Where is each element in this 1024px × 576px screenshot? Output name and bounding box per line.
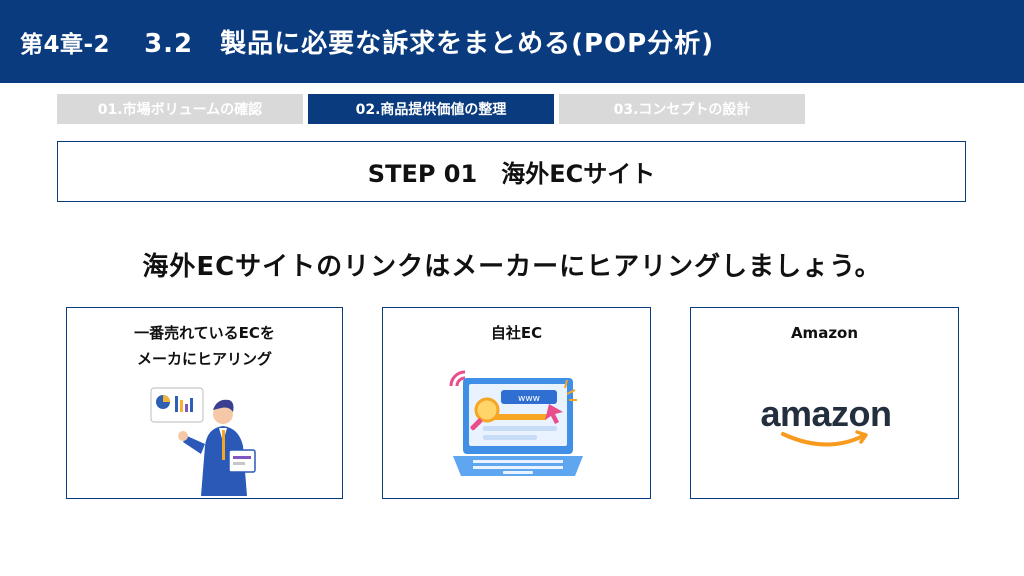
card-1-line-2: メーカにヒアリング [136,350,272,368]
url-text: www [518,394,540,404]
amazon-logo-text: amazon [760,394,891,434]
step-tab-1[interactable]: 01.市場ボリュームの確認 [57,94,303,124]
slide-title: 3.2 製品に必要な訴求をまとめる(POP分析) [144,29,715,59]
step-title: STEP 01 海外ECサイト [367,160,656,188]
card-1-line-1: 一番売れているECを [134,324,275,342]
headline: 海外ECサイトのリンクはメーカーにヒアリングしましょう。 [142,252,882,282]
businessman-presenting-icon [150,387,256,496]
slide-header: 第4章-2 3.2 製品に必要な訴求をまとめる(POP分析) [0,0,1024,83]
step-tab-2[interactable]: 02.商品提供価値の整理 [308,94,554,124]
card-3-label: Amazon [790,324,859,342]
card-2-label: 自社EC [490,324,543,342]
step-tabs: 01.市場ボリュームの確認 02.商品提供価値の整理 03.コンセプトの設計 [57,94,805,124]
card-amazon: Amazon amazon [690,307,959,499]
card-own-ec: 自社EC www [382,307,651,499]
step-title-box: STEP 01 海外ECサイト [57,141,966,202]
laptop-website-icon: www [449,370,583,476]
chapter-label: 第4章-2 [20,31,111,58]
amazon-logo: amazon [760,394,892,447]
card-best-selling-ec: 一番売れているECを メーカにヒアリング [66,307,343,499]
step-tab-3[interactable]: 03.コンセプトの設計 [559,94,805,124]
